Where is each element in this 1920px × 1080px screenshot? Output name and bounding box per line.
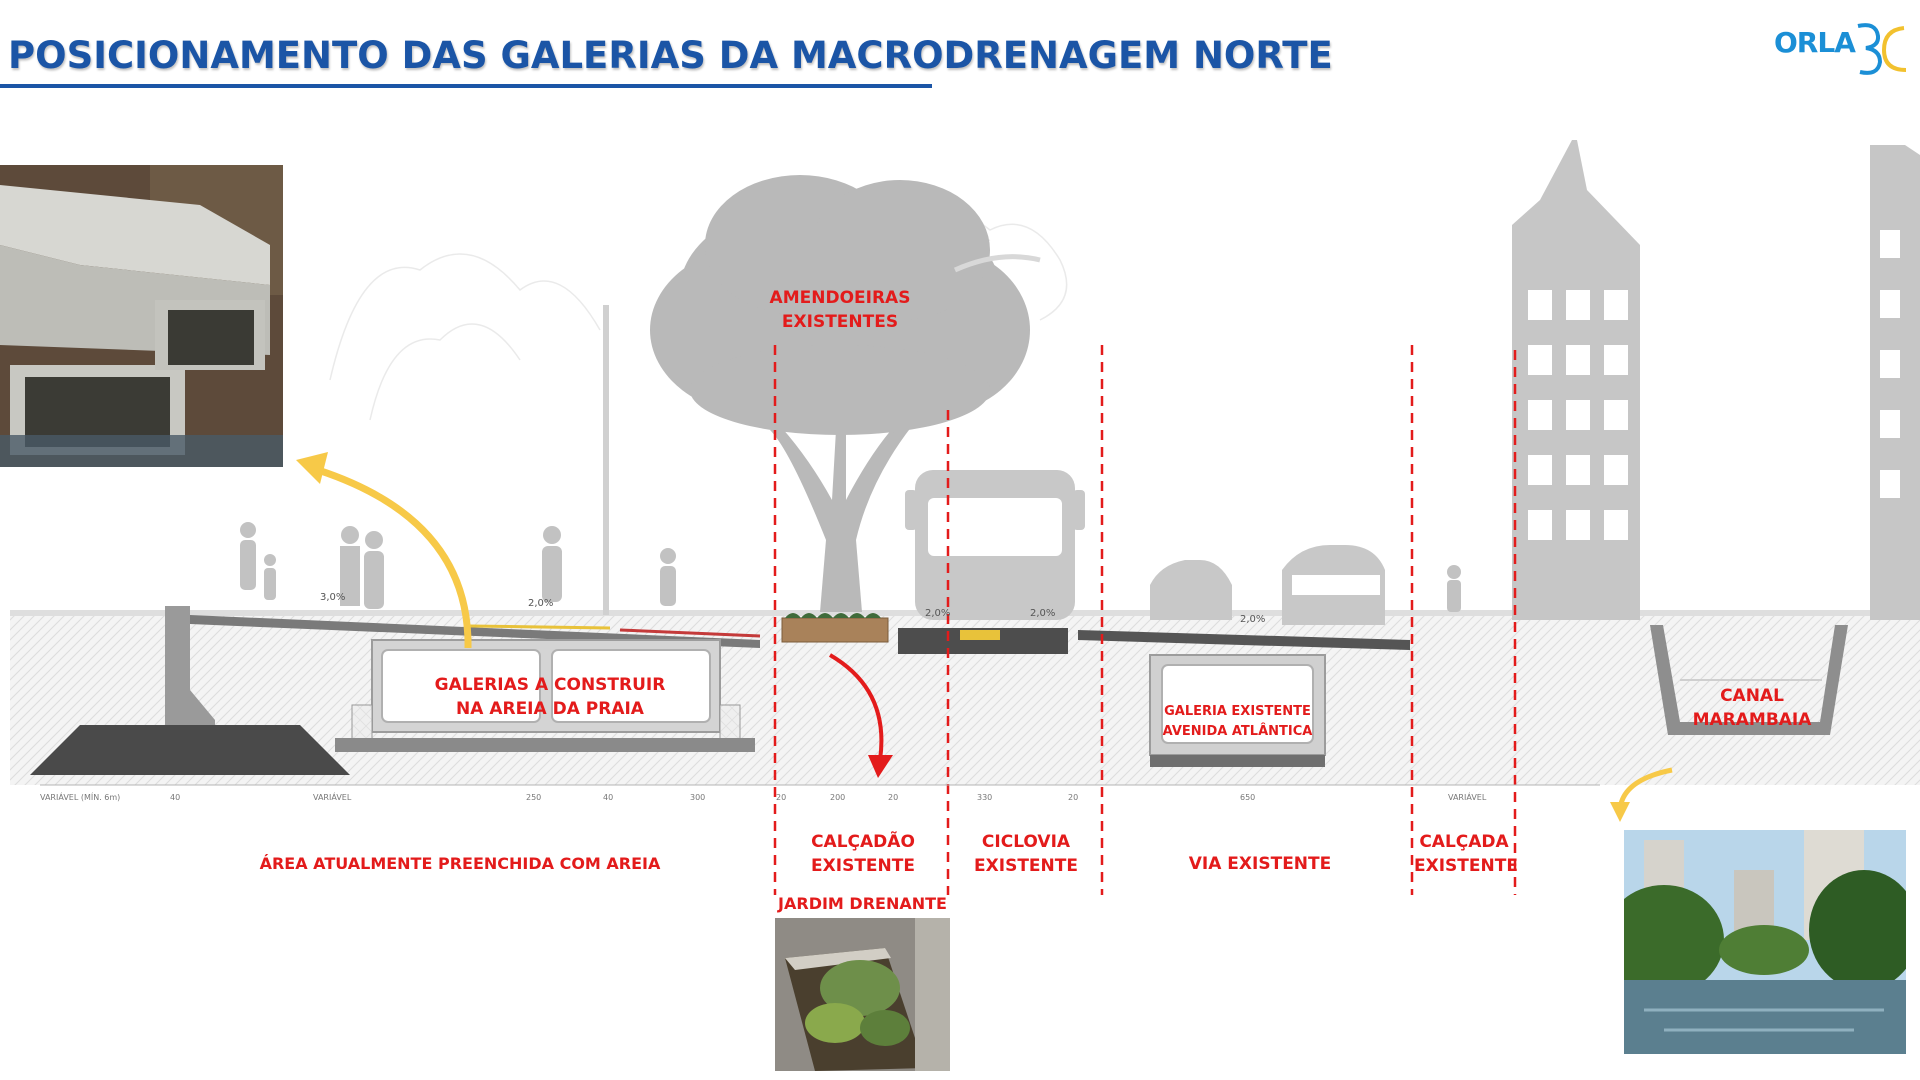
canal-photo [1624,830,1906,1054]
bus-silhouette [905,470,1085,620]
dim-label-6: 300 [690,793,705,802]
building-windows [1528,230,1900,540]
new-galleries [335,639,755,752]
existing-gallery [1149,654,1326,767]
yellow-arrow-left [316,466,472,649]
dim-label-4: 250 [526,793,541,802]
sand-area-label: ÁREA ATUALMENTE PREENCHIDA COM AREIA [259,854,661,873]
retaining-wall [165,606,215,735]
dim-label-1: VARIÁVEL (MÍN. 6m) [40,791,120,802]
logo-mark-icon: BC [1857,23,1907,75]
dim-label-5: 40 [603,793,613,802]
page-title: POSICIONAMENTO DAS GALERIAS DA MACRODREN… [8,34,1333,77]
slope-label-5: 2,0% [1240,614,1265,625]
dim-label-2: 40 [170,793,180,802]
section-dividers [773,345,1517,895]
precast-gallery-photo [0,165,283,467]
dim-label-13: VARIÁVEL [1448,791,1487,802]
dim-label-9: 20 [888,793,898,802]
dim-label-12: 650 [1240,793,1255,802]
planter-shrubs [785,613,881,618]
slope-label-2: 2,0% [528,598,553,609]
canal-channel [1650,625,1848,735]
drainage-garden-photo [775,918,950,1071]
wall-foundation [30,725,350,775]
title-underline [0,84,932,88]
almond-tree [650,175,1030,612]
bike-lane-red-strip [619,628,761,638]
drainage-garden-label: JARDIM DRENANTE [778,894,947,913]
logo-text: ORLA [1774,26,1856,59]
dim-label-11: 20 [1068,793,1078,802]
building-silhouettes [1512,140,1920,620]
dim-label-7: 20 [776,793,786,802]
orla-logo: ORLA BC [1774,18,1914,78]
slope-label-4: 2,0% [1030,608,1055,619]
slope-label-1: 3,0% [320,592,345,603]
dim-label-10: 330 [977,793,992,802]
red-arrow [828,653,884,761]
pedestrian-silhouettes [240,522,1461,612]
slope-label-3: 2,0% [925,608,950,619]
drainage-planter [781,617,889,643]
road-pavement [1078,630,1410,650]
dim-label-3: VARIÁVEL [313,791,352,802]
road-label: VIA EXISTENTE [1188,854,1332,874]
promenade-yellow-strip [469,624,611,630]
car-silhouettes [1150,545,1385,625]
dim-label-8: 200 [830,793,845,802]
